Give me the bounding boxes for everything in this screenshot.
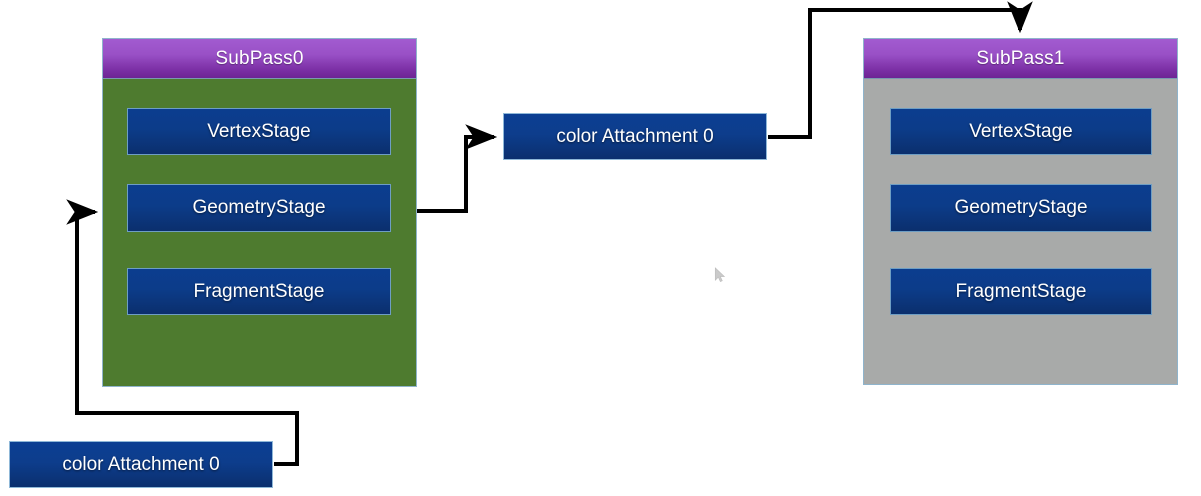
- connector-subpass0-to-attachment-middle: [417, 124, 498, 213]
- mouse-cursor-icon: [714, 267, 726, 283]
- subpass1-vertex-stage[interactable]: VertexStage: [890, 108, 1152, 155]
- stage-label: VertexStage: [207, 120, 311, 142]
- color-attachment-bottom[interactable]: color Attachment 0: [9, 441, 273, 488]
- subpass0-fragment-stage[interactable]: FragmentStage: [127, 268, 391, 315]
- stage-label: FragmentStage: [955, 280, 1087, 302]
- attachment-label: color Attachment 0: [62, 453, 220, 475]
- subpass0-vertex-stage[interactable]: VertexStage: [127, 108, 391, 155]
- stage-label: VertexStage: [969, 120, 1073, 142]
- subpass1-fragment-stage[interactable]: FragmentStage: [890, 268, 1152, 315]
- subpass1-title: SubPass1: [864, 39, 1177, 79]
- stage-label: GeometryStage: [192, 197, 326, 218]
- subpass0-title: SubPass0: [103, 39, 416, 79]
- color-attachment-middle[interactable]: color Attachment 0: [503, 113, 767, 160]
- attachment-label: color Attachment 0: [556, 125, 714, 147]
- subpass0-geometry-stage[interactable]: GeometryStage: [127, 184, 391, 232]
- stage-label: GeometryStage: [954, 197, 1088, 218]
- stage-label: FragmentStage: [193, 280, 325, 302]
- subpass1-geometry-stage[interactable]: GeometryStage: [890, 184, 1152, 232]
